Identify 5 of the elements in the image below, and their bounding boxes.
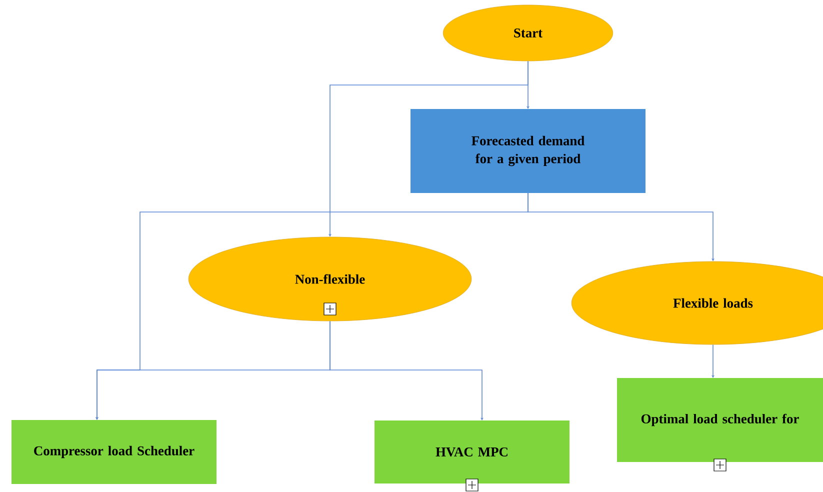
process-box: HVAC MPC [374,420,570,484]
process-box: Optimal load scheduler for [617,378,823,462]
process-box: Compressor load Scheduler [12,420,216,484]
connector-arrow [330,320,484,420]
process-box: Forecasted demand for a given period [410,109,646,193]
